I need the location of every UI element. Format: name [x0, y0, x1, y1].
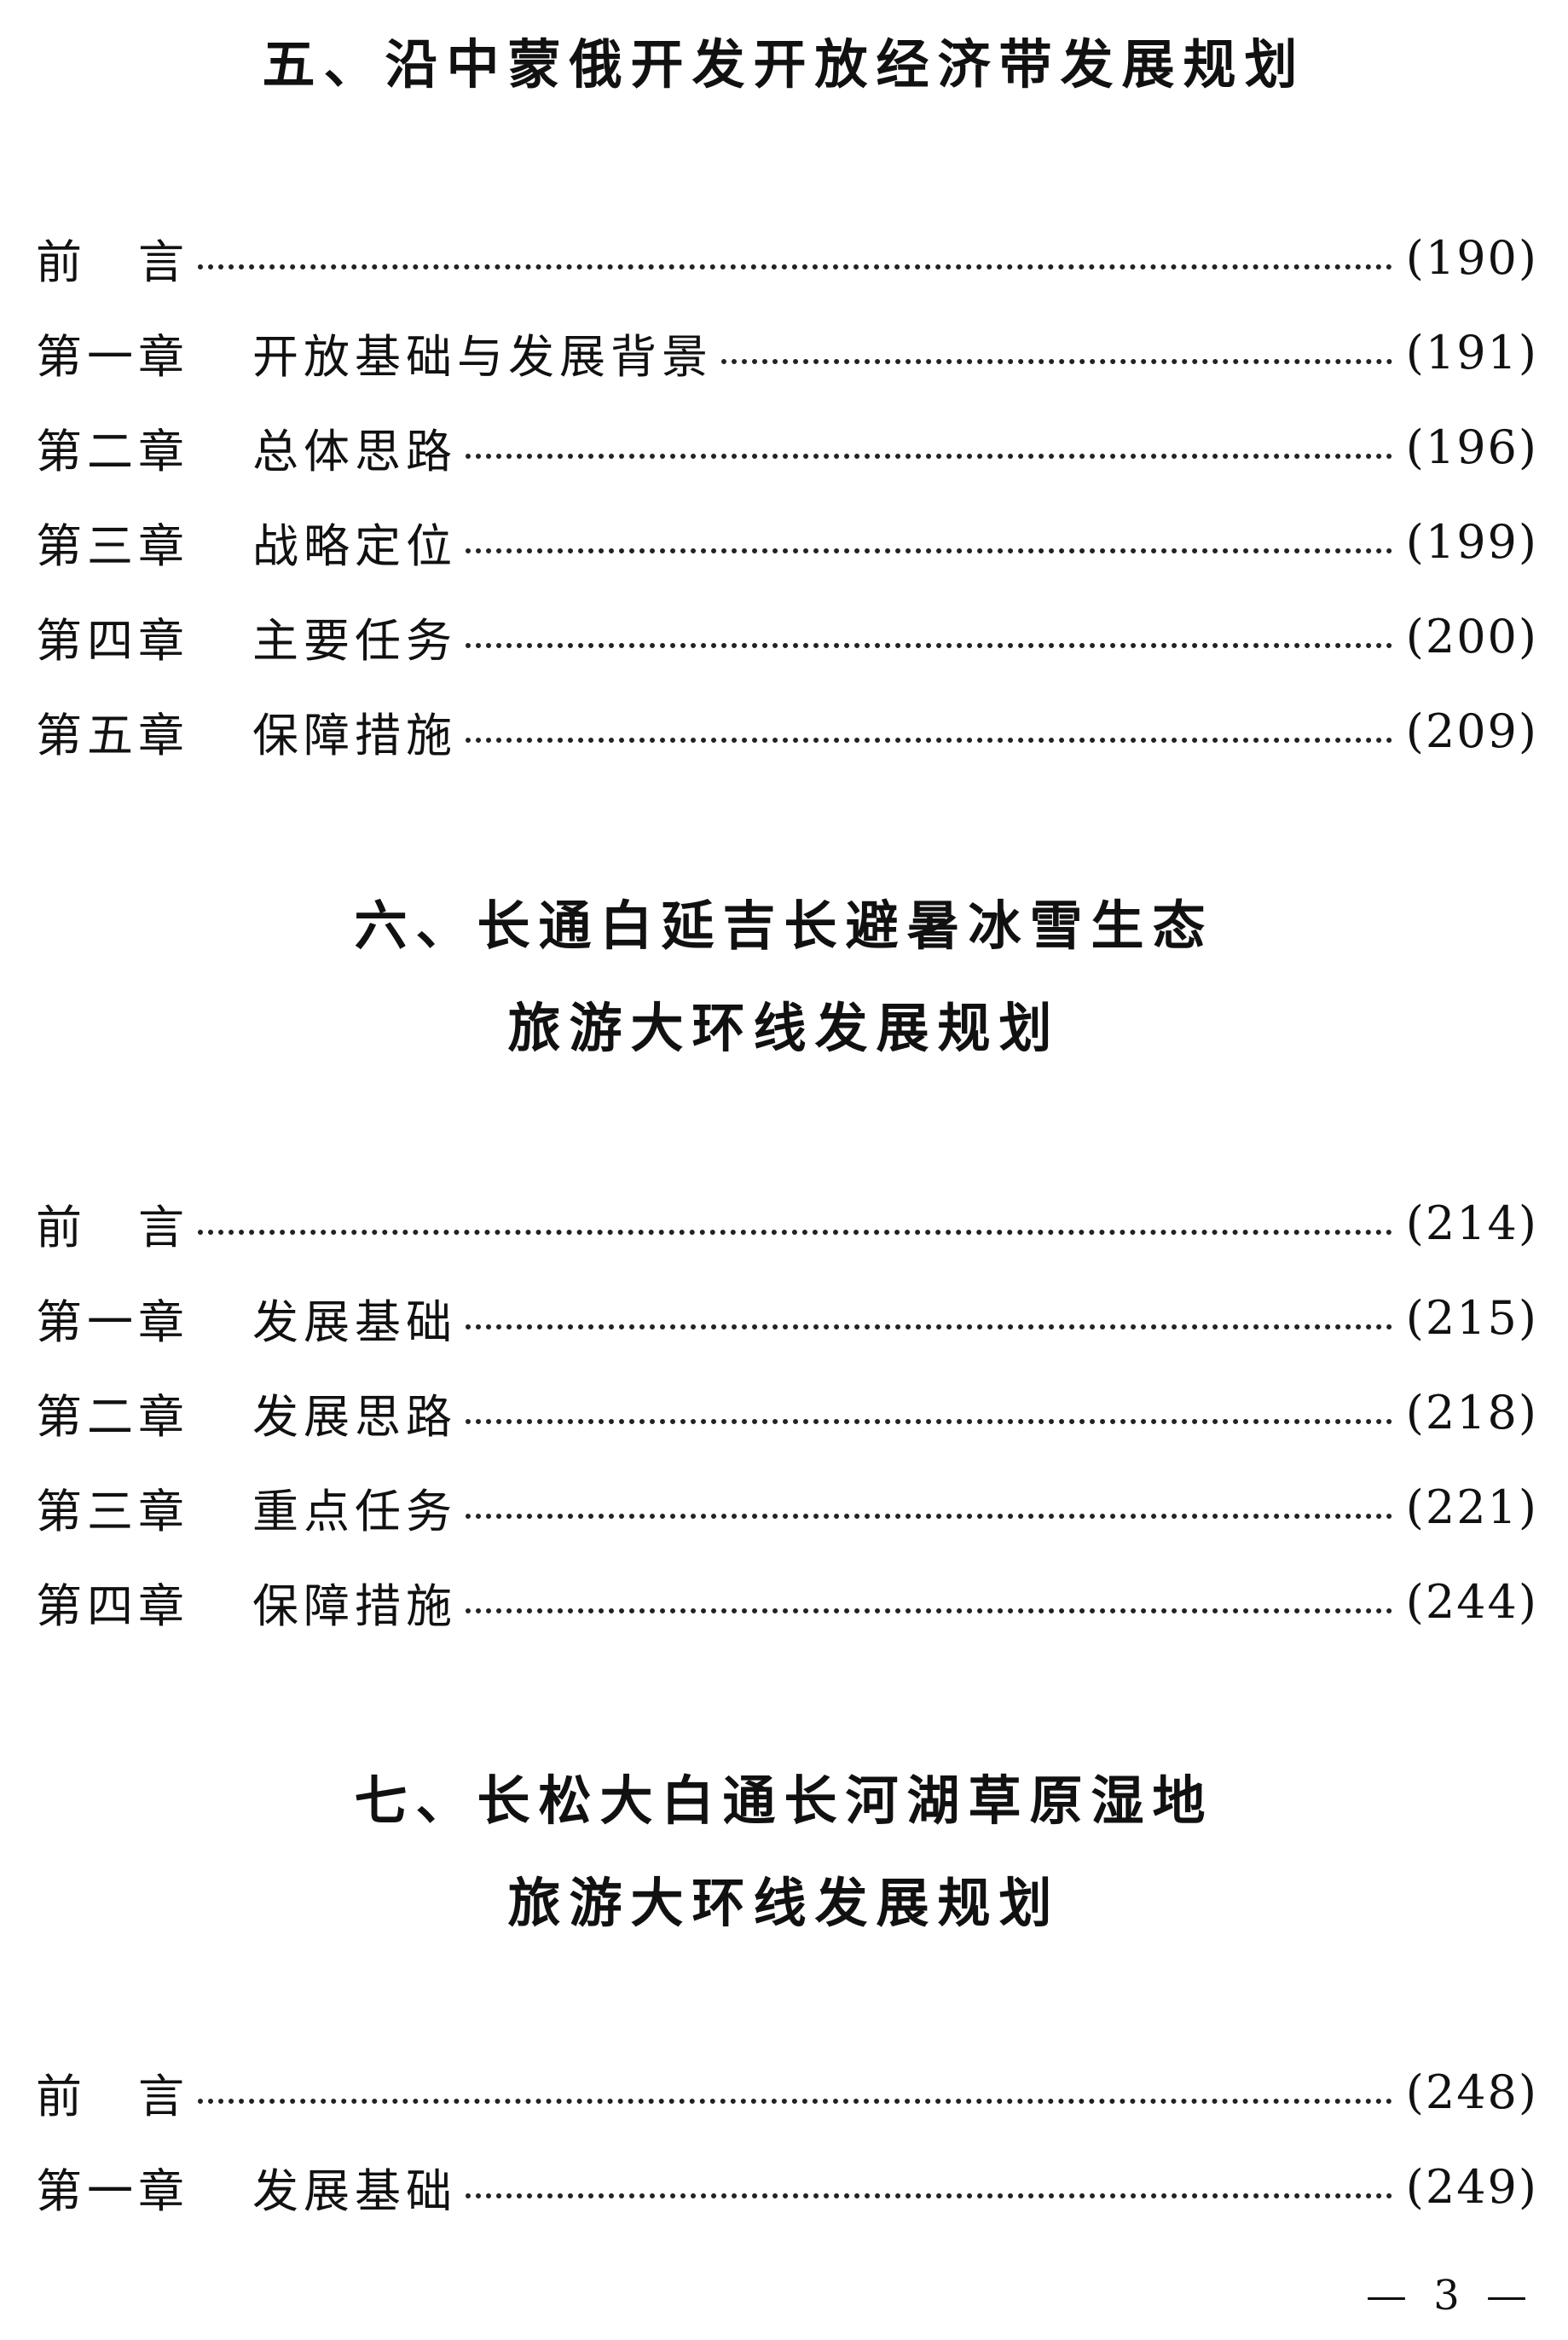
toc-chapter: 第五章	[36, 709, 189, 762]
toc-chapter: 第三章	[36, 1485, 189, 1538]
toc-title: 总体思路	[252, 425, 457, 478]
toc-entry[interactable]: 第一章 发展基础 (215)	[36, 1271, 1538, 1365]
toc-chapter: 第二章	[36, 1390, 189, 1444]
toc-entry[interactable]: 第四章 保障措施 (244)	[36, 1555, 1538, 1649]
toc-chapter: 第一章	[36, 1295, 189, 1349]
toc-label: 第一章 发展基础	[36, 1284, 457, 1352]
toc-title: 发展基础	[252, 1295, 457, 1349]
section-title: 六、长通白延吉长避暑冰雪生态 旅游大环线发展规划	[0, 875, 1568, 1080]
toc-page-number: (215)	[1405, 1291, 1538, 1345]
section-title-line: 七、长松大白通长河湖草原湿地	[354, 1769, 1214, 1832]
toc-label: 第二章 总体思路	[36, 414, 457, 481]
toc-page-number: (196)	[1405, 420, 1538, 474]
toc-chapter: 第一章	[36, 330, 189, 384]
toc-entry[interactable]: 第二章 总体思路 (196)	[36, 400, 1538, 495]
toc-page-number: (199)	[1405, 515, 1538, 569]
toc-page-number: (249)	[1405, 2160, 1538, 2214]
toc-title: 发展思路	[252, 1390, 457, 1444]
dot-leader	[466, 737, 1392, 743]
section-title-line: 六、长通白延吉长避暑冰雪生态	[354, 895, 1214, 957]
toc-page-number: (244)	[1405, 1575, 1538, 1629]
toc-list: 前 言 (248) 第一章 发展基础 (249)	[36, 2045, 1538, 2234]
dot-leader	[466, 2192, 1392, 2198]
dot-leader	[466, 1323, 1392, 1329]
dot-leader	[466, 642, 1392, 648]
toc-label: 第四章 主要任务	[36, 603, 457, 670]
toc-title: 主要任务	[252, 614, 457, 668]
toc-label: 前 言	[36, 224, 189, 292]
toc-title: 发展基础	[252, 2164, 457, 2218]
toc-label: 前 言	[36, 1190, 189, 1257]
section-title-line: 旅游大环线发展规划	[507, 1872, 1061, 1934]
dot-leader	[198, 2098, 1392, 2104]
toc-entry[interactable]: 第三章 战略定位 (199)	[36, 495, 1538, 589]
toc-entry[interactable]: 前 言 (214)	[36, 1176, 1538, 1271]
toc-entry[interactable]: 第一章 开放基础与发展背景 (191)	[36, 305, 1538, 400]
toc-title: 保障措施	[252, 709, 457, 762]
toc-chapter: 第二章	[36, 425, 189, 478]
dot-leader	[466, 547, 1392, 553]
toc-title: 战略定位	[252, 519, 457, 573]
dot-leader	[466, 1513, 1392, 1519]
toc-entry[interactable]: 第三章 重点任务 (221)	[36, 1460, 1538, 1555]
toc-chapter: 第一章	[36, 2164, 189, 2218]
toc-page-number: (248)	[1405, 2065, 1538, 2119]
dot-leader	[466, 453, 1392, 459]
toc-label: 第一章 发展基础	[36, 2153, 457, 2221]
toc-entry[interactable]: 第二章 发展思路 (218)	[36, 1365, 1538, 1460]
toc-chapter: 前 言	[36, 1201, 189, 1254]
toc-title: 开放基础与发展背景	[252, 330, 713, 384]
toc-title: 重点任务	[252, 1485, 457, 1538]
section-title-line: 五、沿中蒙俄开发开放经济带发展规划	[262, 33, 1306, 96]
toc-page-number: (221)	[1405, 1480, 1538, 1534]
toc-entry[interactable]: 前 言 (248)	[36, 2045, 1538, 2140]
page-number-footer: — 3 —	[1365, 2272, 1534, 2320]
section-title: 七、长松大白通长河湖草原湿地 旅游大环线发展规划	[0, 1750, 1568, 1955]
dot-leader	[198, 264, 1392, 269]
toc-chapter: 第四章	[36, 1579, 189, 1633]
toc-chapter: 第三章	[36, 519, 189, 573]
toc-chapter: 前 言	[36, 235, 189, 289]
toc-label: 第二章 发展思路	[36, 1379, 457, 1446]
toc-chapter: 第四章	[36, 614, 189, 668]
toc-chapter: 前 言	[36, 2070, 189, 2123]
section-title-line: 旅游大环线发展规划	[507, 997, 1061, 1059]
toc-title: 保障措施	[252, 1579, 457, 1633]
toc-entry[interactable]: 第五章 保障措施 (209)	[36, 684, 1538, 779]
toc-page-number: (190)	[1405, 231, 1538, 285]
toc-page-number: (218)	[1405, 1386, 1538, 1439]
toc-list: 前 言 (214) 第一章 发展基础 (215) 第二章 发展思路 (218) 第三…	[36, 1176, 1538, 1649]
dot-leader	[721, 358, 1392, 364]
toc-page-number: (209)	[1405, 704, 1538, 758]
section-title: 五、沿中蒙俄开发开放经济带发展规划	[0, 14, 1568, 116]
toc-page-number: (214)	[1405, 1196, 1538, 1250]
dot-leader	[466, 1607, 1392, 1613]
toc-entry[interactable]: 第四章 主要任务 (200)	[36, 589, 1538, 684]
dot-leader	[466, 1418, 1392, 1424]
toc-entry[interactable]: 第一章 发展基础 (249)	[36, 2140, 1538, 2234]
toc-page-number: (200)	[1405, 610, 1538, 663]
toc-label: 第四章 保障措施	[36, 1568, 457, 1636]
toc-label: 第三章 重点任务	[36, 1474, 457, 1541]
toc-label: 第五章 保障措施	[36, 698, 457, 765]
dot-leader	[198, 1229, 1392, 1235]
toc-label: 第一章 开放基础与发展背景	[36, 319, 713, 386]
toc-entry[interactable]: 前 言 (190)	[36, 211, 1538, 305]
toc-label: 第三章 战略定位	[36, 508, 457, 576]
toc-list: 前 言 (190) 第一章 开放基础与发展背景 (191) 第二章 总体思路 (19…	[36, 211, 1538, 779]
toc-page-number: (191)	[1405, 326, 1538, 379]
toc-label: 前 言	[36, 2059, 189, 2126]
